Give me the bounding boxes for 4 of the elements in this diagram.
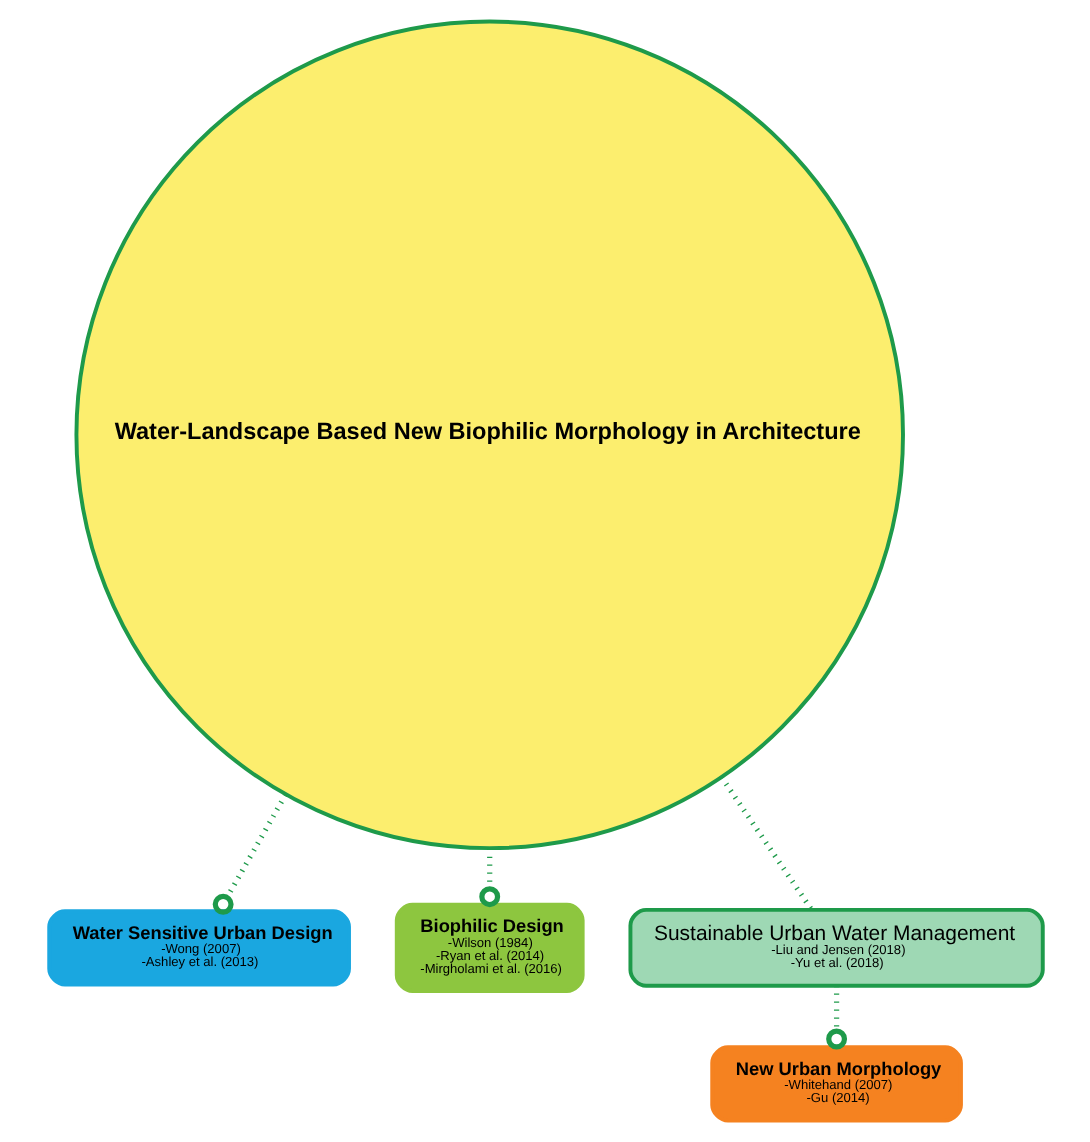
connector: [825, 985, 847, 1050]
connector: [718, 775, 813, 912]
node-circle: Water-Landscape Based New Biophilic Morphology in Architecture: [73, 19, 904, 851]
connector: [211, 793, 287, 915]
